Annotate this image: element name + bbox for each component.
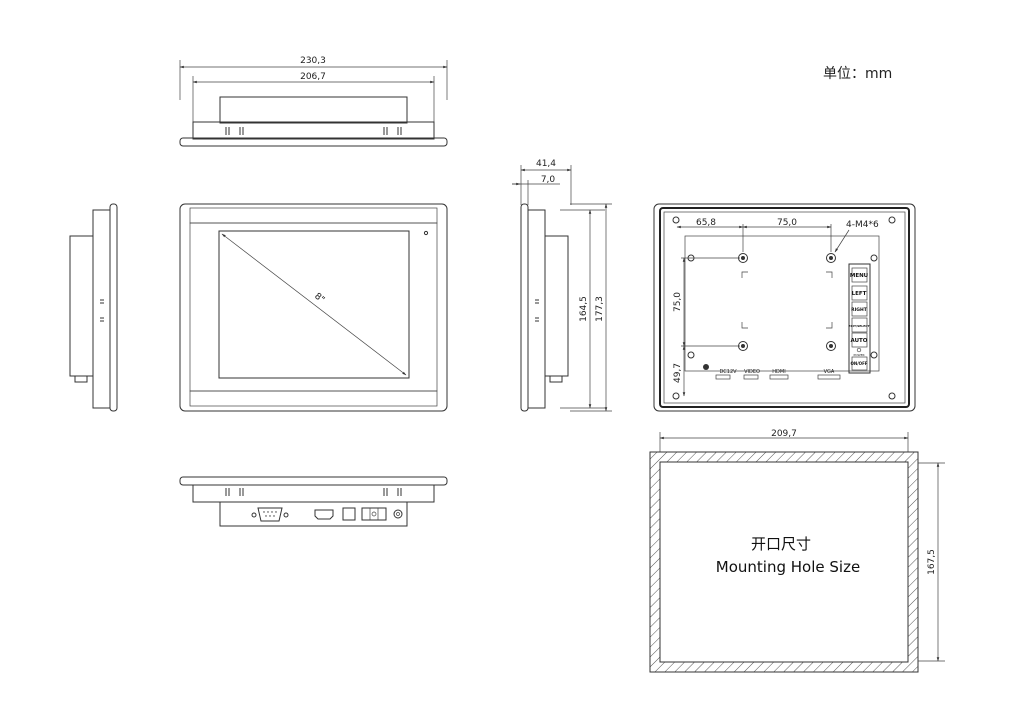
btn-left: LEFT <box>852 291 867 297</box>
port-hdmi: HDMI <box>772 369 785 375</box>
top-overall-width: 230,3 <box>300 56 326 66</box>
dc-terminal-icon <box>361 507 387 521</box>
cutout-frame <box>649 451 919 673</box>
ground-terminal <box>703 364 709 370</box>
cutout-view: 209,7 167,5 开口尺寸 Mounting Hole Size <box>649 429 945 673</box>
top-frame <box>192 121 435 140</box>
diagonal-line <box>221 233 407 376</box>
btn-right: RIGHT <box>851 307 868 313</box>
power-indicator <box>856 347 862 353</box>
hdmi-port-icon <box>314 509 334 520</box>
top-bezel <box>179 137 448 147</box>
btn-exit-select: EXIT/SELECT <box>848 324 870 328</box>
cutout-height: 167,5 <box>927 549 937 575</box>
right-side-view: 41,4 7,0 164,5 177,3 <box>512 159 612 412</box>
unit-label: 单位：mm <box>823 66 892 82</box>
front-view: 8" <box>179 203 448 412</box>
power-led <box>423 230 429 236</box>
inner-height-dim: 164,5 <box>579 296 589 322</box>
cutout-width: 209,7 <box>771 429 797 439</box>
screw-spec: 4-M4*6 <box>846 220 879 230</box>
depth-dim: 41,4 <box>536 159 556 169</box>
btn-on-off: ON/OFF <box>850 361 867 366</box>
rear-view: 65,8 75,0 4-M4*6 75,0 49,7 MENU LEFT RIG… <box>653 203 916 412</box>
top-body <box>219 96 408 124</box>
port-dc12v: DC12V <box>719 369 737 375</box>
btn-power: POWER <box>853 353 864 357</box>
av-port-icon <box>342 507 356 521</box>
ground-screw-icon <box>393 509 403 519</box>
port-video: VIDEO <box>744 369 760 375</box>
rear-dim-bottom: 49,7 <box>673 363 683 383</box>
left-side-view <box>69 203 118 412</box>
rear-dim-a: 65,8 <box>696 218 716 228</box>
rear-dim-v: 75,0 <box>673 292 683 312</box>
bottom-view <box>179 476 448 527</box>
btn-auto: AUTO <box>851 338 868 344</box>
front-screen <box>218 230 410 379</box>
rear-dim-b: 75,0 <box>777 218 797 228</box>
osd-keypad <box>848 263 871 374</box>
cutout-title-en: Mounting Hole Size <box>716 558 860 576</box>
btn-menu: MENU <box>850 273 868 279</box>
port-vga: VGA <box>824 369 835 375</box>
top-view: 230,3 206,7 <box>179 56 448 147</box>
vga-port-icon <box>257 507 283 522</box>
front-bezel <box>179 203 448 412</box>
top-inner-width: 206,7 <box>300 72 326 82</box>
cutout-title-cn: 开口尺寸 <box>751 535 811 553</box>
diagonal-size: 8" <box>312 291 326 305</box>
overall-height-dim: 177,3 <box>595 296 605 322</box>
bezel-dim: 7,0 <box>541 175 556 185</box>
